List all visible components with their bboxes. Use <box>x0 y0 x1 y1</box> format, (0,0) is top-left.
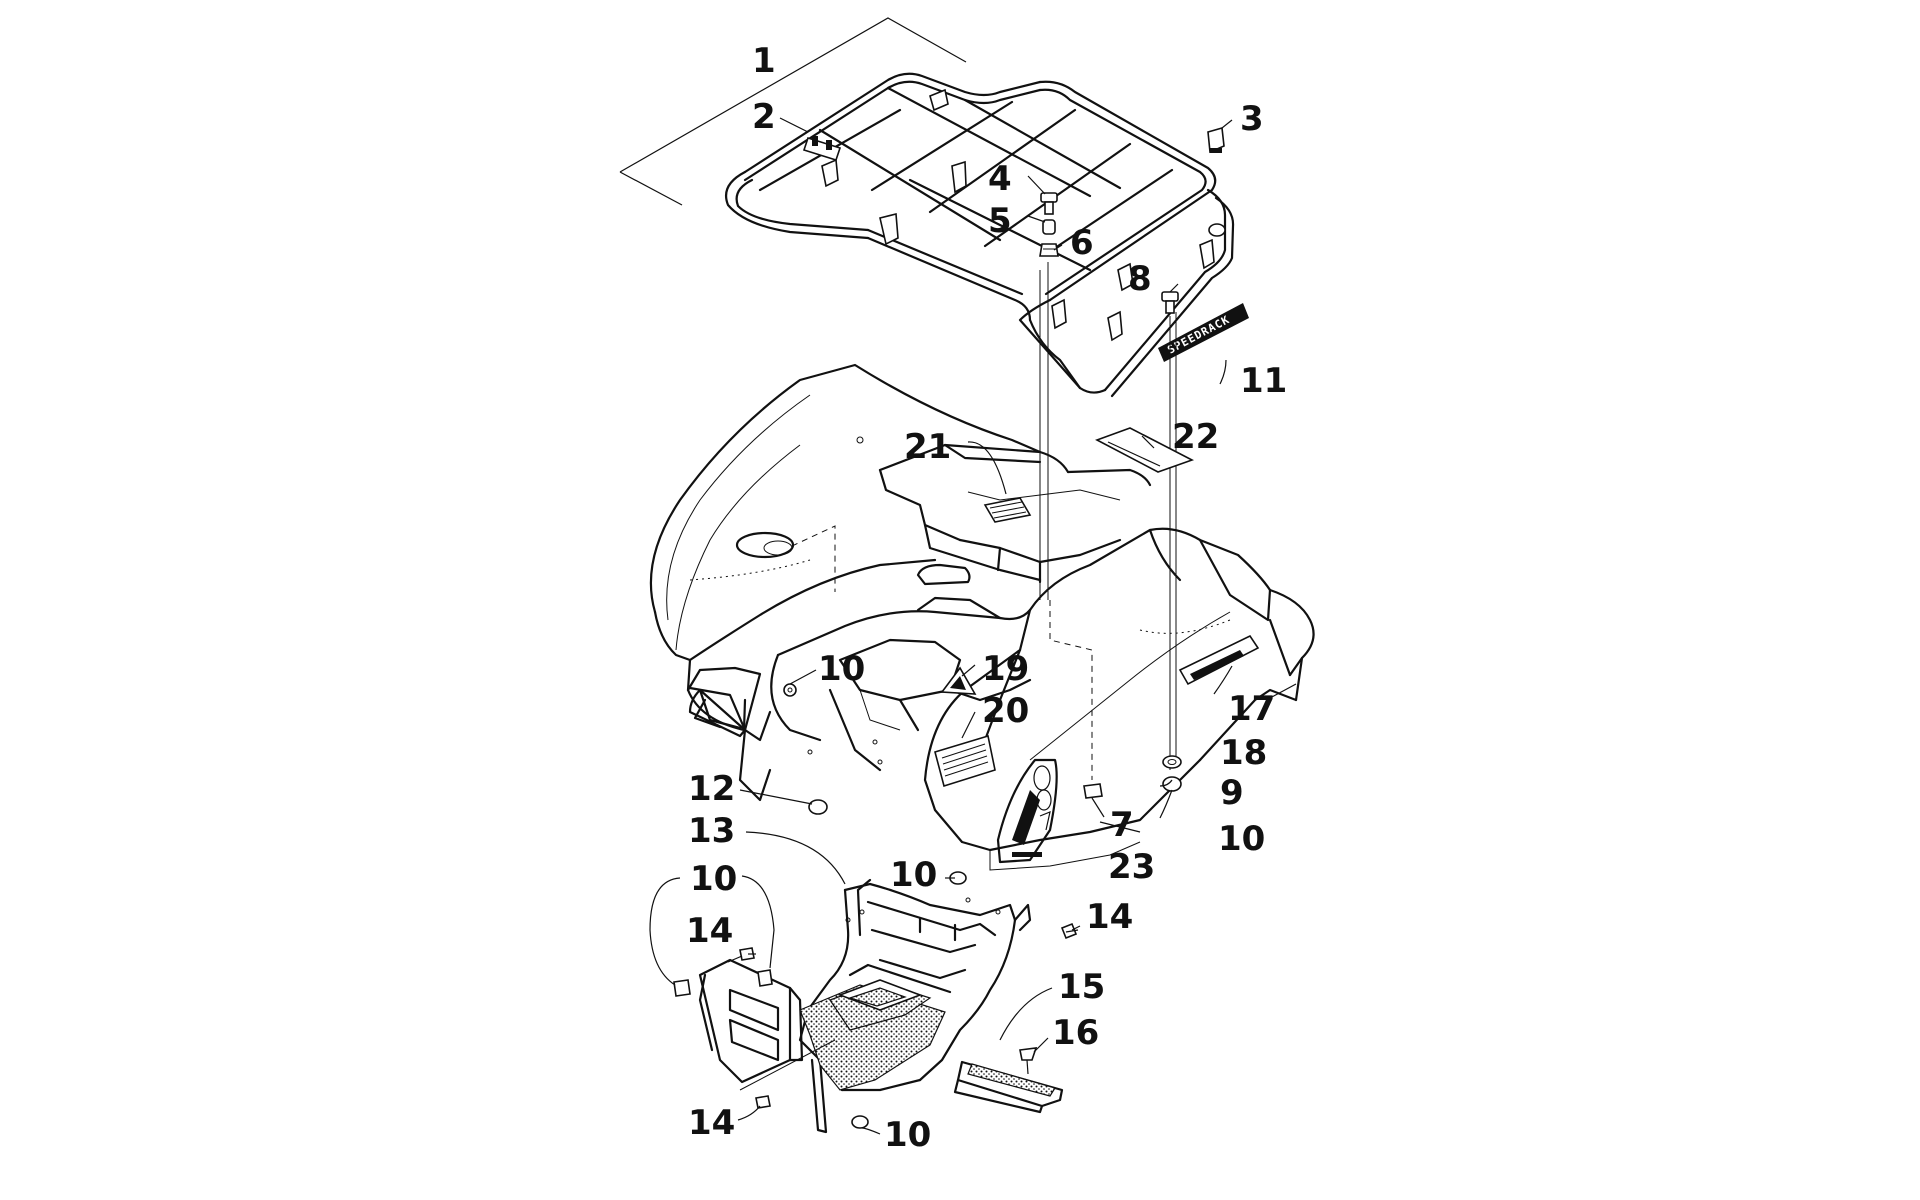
callout-16: 16 <box>1052 1013 1099 1053</box>
assembly-lines <box>791 262 1177 780</box>
callout-14-left: 14 <box>686 911 733 951</box>
callout-5: 5 <box>988 201 1012 241</box>
rack-decal-text: SPEEDRACK <box>1165 313 1232 357</box>
callout-21: 21 <box>904 427 951 467</box>
callout-3: 3 <box>1240 99 1264 139</box>
callout-19: 19 <box>982 649 1029 689</box>
decal-19 <box>940 666 977 695</box>
bolt-spacer-nut-stack <box>1039 192 1059 257</box>
decal-20 <box>934 734 996 788</box>
clip-nut <box>1207 126 1225 154</box>
callout-13: 13 <box>688 811 735 851</box>
callout-10-left: 10 <box>690 859 737 899</box>
decal-23 <box>996 758 1058 864</box>
callout-11: 11 <box>1240 361 1287 401</box>
callout-23: 23 <box>1108 847 1155 887</box>
footwell <box>698 878 1032 1134</box>
callout-14-bottom: 14 <box>688 1103 735 1143</box>
rear-fender <box>649 363 1315 871</box>
callout-6: 6 <box>1070 223 1094 263</box>
callout-2: 2 <box>752 97 776 137</box>
callout-1: 1 <box>752 41 776 81</box>
footrest-step <box>953 1060 1064 1114</box>
rack-assembly-bracket <box>619 17 967 206</box>
callout-8: 8 <box>1128 259 1152 299</box>
callout-10-bottom: 10 <box>884 1115 931 1155</box>
callout-10-upper: 10 <box>818 649 865 689</box>
callout-14-right: 14 <box>1086 897 1133 937</box>
callout-17: 17 <box>1228 689 1275 729</box>
rack-latch <box>802 136 842 161</box>
callout-7: 7 <box>1110 805 1134 845</box>
leader-lines <box>649 117 1297 1135</box>
callout-20: 20 <box>982 691 1029 731</box>
bolt-8 <box>1161 291 1179 314</box>
callout-22: 22 <box>1172 417 1219 457</box>
decal-21 <box>983 497 1032 523</box>
decal-18 <box>1178 634 1260 686</box>
loose-hardware <box>673 683 1182 1129</box>
decal-22 <box>1095 427 1195 473</box>
rear-rack: SPEEDRACK <box>724 72 1249 398</box>
callout-labels: 1 2 3 4 5 6 7 8 9 10 10 10 10 10 11 12 1… <box>686 41 1287 1155</box>
callout-18: 18 <box>1220 733 1267 773</box>
callout-10-right: 10 <box>1218 819 1265 859</box>
callout-12: 12 <box>688 769 735 809</box>
callout-4: 4 <box>988 159 1012 199</box>
callout-15: 15 <box>1058 967 1105 1007</box>
callout-10-center: 10 <box>890 855 937 895</box>
callout-9: 9 <box>1220 773 1244 813</box>
